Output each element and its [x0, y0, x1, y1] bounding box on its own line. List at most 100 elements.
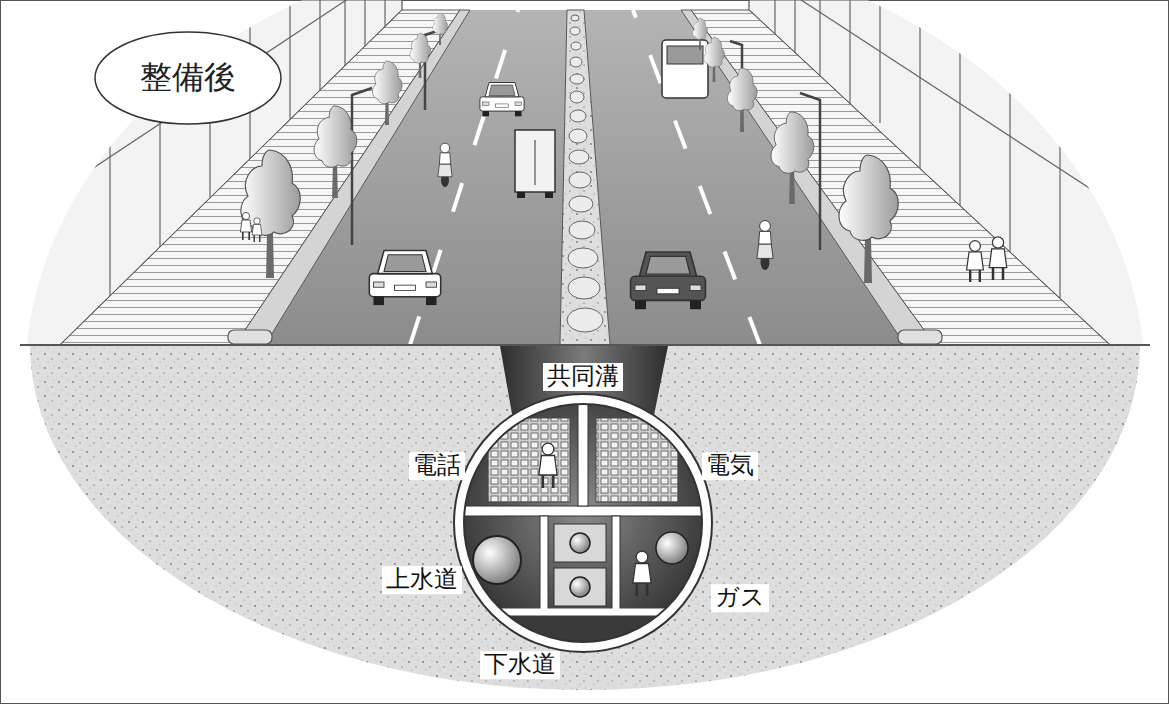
tunnel-divider — [612, 516, 620, 612]
motorcycle-rider — [438, 143, 452, 187]
pipe-frame — [554, 568, 606, 606]
street-scene — [0, 0, 1169, 345]
curb — [681, 10, 935, 345]
node-label: 電話 — [413, 452, 461, 480]
street-tree — [693, 18, 708, 50]
bus — [662, 40, 708, 98]
street-scene-clip — [0, 0, 1169, 345]
shrub — [569, 196, 593, 212]
truck-wheel — [517, 192, 525, 198]
tunnel-contents — [460, 400, 706, 642]
motorcycle-rider — [757, 221, 773, 271]
pedestrian — [240, 212, 251, 240]
shrub — [570, 110, 586, 122]
conduit-compartment: 電気 — [702, 452, 758, 480]
tunnel-divider — [460, 506, 706, 516]
street-tree — [433, 13, 448, 45]
shrub — [571, 15, 579, 21]
median — [560, 10, 610, 345]
node-label: 共同溝 — [543, 363, 623, 391]
building-line — [919, 0, 920, 169]
pedestrian — [252, 218, 262, 242]
node-label: 整備後 — [140, 56, 236, 100]
utility-tunnel: 共同溝電話電気上水道ガス下水道 — [440, 358, 726, 658]
stage-ellipse: 整備後 — [93, 30, 283, 126]
tunnel-outline — [440, 358, 726, 658]
building-line — [1059, 0, 1060, 299]
building-line — [774, 0, 775, 34]
median-shrubs — [567, 15, 603, 332]
car — [369, 251, 440, 306]
pedestrian — [967, 241, 984, 282]
tunnel-divider — [463, 609, 703, 616]
cable-rack — [488, 418, 570, 502]
water-pipe — [473, 536, 521, 584]
building-line — [289, 0, 290, 120]
tunnel-divider — [540, 516, 548, 612]
shrub — [569, 221, 595, 239]
street-tree — [410, 33, 431, 78]
building-line — [364, 0, 365, 46]
shrub — [569, 150, 589, 164]
street-tree — [314, 106, 357, 198]
tunnel-ring-line — [454, 394, 712, 652]
building-line — [344, 0, 345, 66]
car — [480, 83, 524, 117]
bus-window — [667, 46, 703, 64]
shrub — [568, 277, 600, 299]
shrub — [569, 172, 591, 188]
building-line — [1009, 0, 1010, 252]
small-pipe — [570, 577, 590, 597]
road-lane — [265, 10, 567, 345]
worker — [633, 551, 651, 596]
tunnel-divider — [578, 400, 588, 506]
pipe-frame — [554, 524, 606, 562]
tunnel-ring — [454, 394, 712, 652]
road-lane — [584, 10, 905, 345]
gas-pipe — [656, 532, 688, 564]
node-label: 下水道 — [484, 651, 556, 679]
truck — [515, 130, 555, 192]
node-label: 電気 — [706, 452, 754, 480]
node-label: ガス — [715, 584, 765, 612]
ground-line — [20, 344, 1150, 346]
shrub — [567, 308, 603, 332]
building-line — [384, 0, 385, 27]
cable-rack — [596, 418, 678, 502]
conduit-compartment: ガス — [711, 584, 769, 612]
building-line — [319, 0, 320, 90]
street-lamp — [352, 88, 372, 245]
street-tree — [241, 150, 300, 278]
shrub — [568, 248, 598, 268]
truck-wheel — [545, 192, 553, 198]
ellipse-shape — [95, 32, 281, 124]
worker — [539, 443, 557, 488]
street-tree — [771, 112, 814, 204]
shrub — [571, 42, 581, 50]
building-line — [849, 0, 850, 104]
street-tree — [372, 61, 402, 125]
car — [631, 252, 706, 309]
curb-end — [898, 330, 942, 344]
street-tree — [839, 155, 898, 283]
node-label: 上水道 — [386, 566, 458, 594]
street-tree — [704, 37, 725, 82]
street-tree — [727, 68, 757, 132]
shrub — [570, 91, 584, 103]
pedestrian — [989, 237, 1007, 280]
shrub — [570, 57, 582, 67]
street-lamps — [352, 31, 820, 250]
shrub — [570, 27, 580, 35]
building-line — [109, 0, 110, 296]
tunnel-ring-line — [464, 404, 702, 642]
conduit-compartment: 下水道 — [480, 651, 560, 679]
building-line — [879, 0, 880, 123]
conduit-compartment: 電話 — [409, 452, 465, 480]
shrub — [569, 129, 587, 143]
building-line — [794, 0, 795, 53]
shrub — [570, 74, 584, 84]
ground — [30, 345, 1140, 690]
